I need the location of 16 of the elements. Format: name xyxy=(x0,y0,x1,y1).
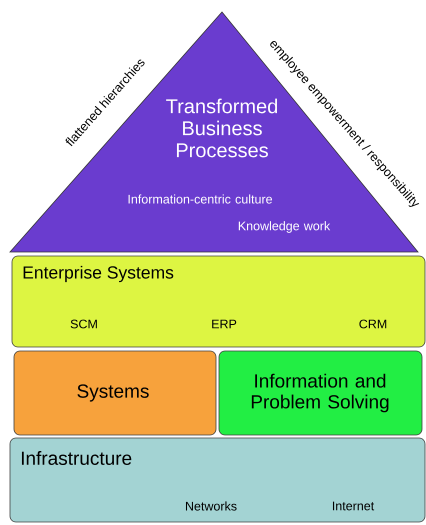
heading: Systems xyxy=(77,384,149,402)
item-label: Information-centric culture xyxy=(128,194,272,204)
heading: Information and Problem Solving xyxy=(252,374,388,412)
item-label: Networks xyxy=(186,501,237,511)
item-label: CRM xyxy=(359,320,386,328)
heading: Enterprise Systems xyxy=(24,266,174,282)
layer-box xyxy=(218,350,422,436)
item-label: Internet xyxy=(332,502,374,510)
layer-box xyxy=(14,350,216,436)
layer-box xyxy=(10,438,426,522)
heading: Infrastructure xyxy=(22,451,132,465)
item-label: ERP xyxy=(212,320,236,328)
item-label: Knowledge work xyxy=(238,221,330,233)
layer-box xyxy=(12,256,426,348)
heading: Transformed Business Processes xyxy=(166,98,278,158)
item-label: SCM xyxy=(70,320,97,328)
